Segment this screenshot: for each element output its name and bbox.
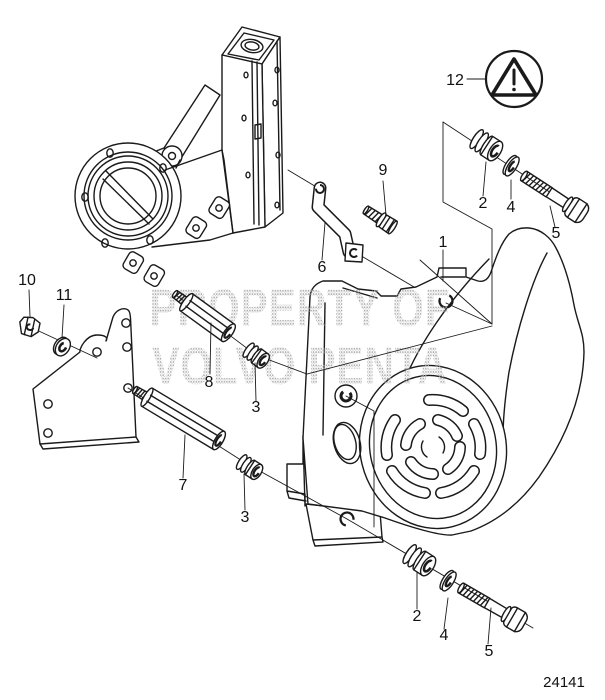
callout-labels: 12 2 4 5 1 9 6 10 11 8 3 7 3 2 4 5 — [18, 72, 560, 660]
part-4-washer-lower — [439, 569, 457, 592]
engine-assembly-illustration — [74, 26, 284, 288]
callout-6: 6 — [318, 259, 327, 276]
callout-5-lower: 5 — [485, 643, 494, 660]
vent-slots — [380, 393, 487, 499]
part-6-bracket — [311, 181, 364, 263]
part-2-bushing-lower — [402, 543, 437, 577]
flat-plate-bracket — [32, 308, 140, 450]
warning-triangle-icon — [484, 49, 544, 109]
part-7-standoff — [131, 385, 227, 451]
part-9-screw — [362, 205, 398, 235]
watermark-line2: VOLVO PENTA — [152, 336, 448, 395]
callout-5-upper: 5 — [552, 225, 561, 242]
callout-3-upper: 3 — [252, 399, 261, 416]
callout-2-upper: 2 — [479, 195, 488, 212]
part-3-bushing-lower — [235, 454, 264, 481]
part-5-bolt-lower — [457, 582, 528, 633]
callout-1: 1 — [439, 234, 448, 251]
callout-4-lower: 4 — [440, 627, 449, 644]
callout-3-lower: 3 — [241, 509, 250, 526]
callout-4-upper: 4 — [507, 199, 516, 216]
callout-11: 11 — [56, 287, 73, 304]
callout-8: 8 — [205, 374, 214, 391]
watermark: PROPERTY OF VOLVO PENTA — [150, 278, 450, 395]
figure-number: 24141 — [543, 674, 585, 691]
timing-cover-part-1 — [286, 227, 585, 547]
part-3-bushing-upper — [242, 342, 271, 369]
callout-9: 9 — [379, 162, 388, 179]
callout-7: 7 — [179, 477, 188, 494]
part-4-washer-upper — [502, 154, 520, 177]
cover-left-foot — [286, 435, 306, 507]
callout-leaders — [28, 78, 556, 645]
callout-2-lower: 2 — [413, 608, 422, 625]
part-11-washer — [52, 336, 72, 357]
part-10-nut — [19, 316, 41, 338]
callout-10: 10 — [18, 272, 36, 289]
part-2-bushing-upper — [469, 128, 504, 162]
part-8-standoff — [171, 289, 237, 343]
callout-12: 12 — [446, 72, 464, 89]
part-5-bolt-upper — [519, 170, 590, 224]
